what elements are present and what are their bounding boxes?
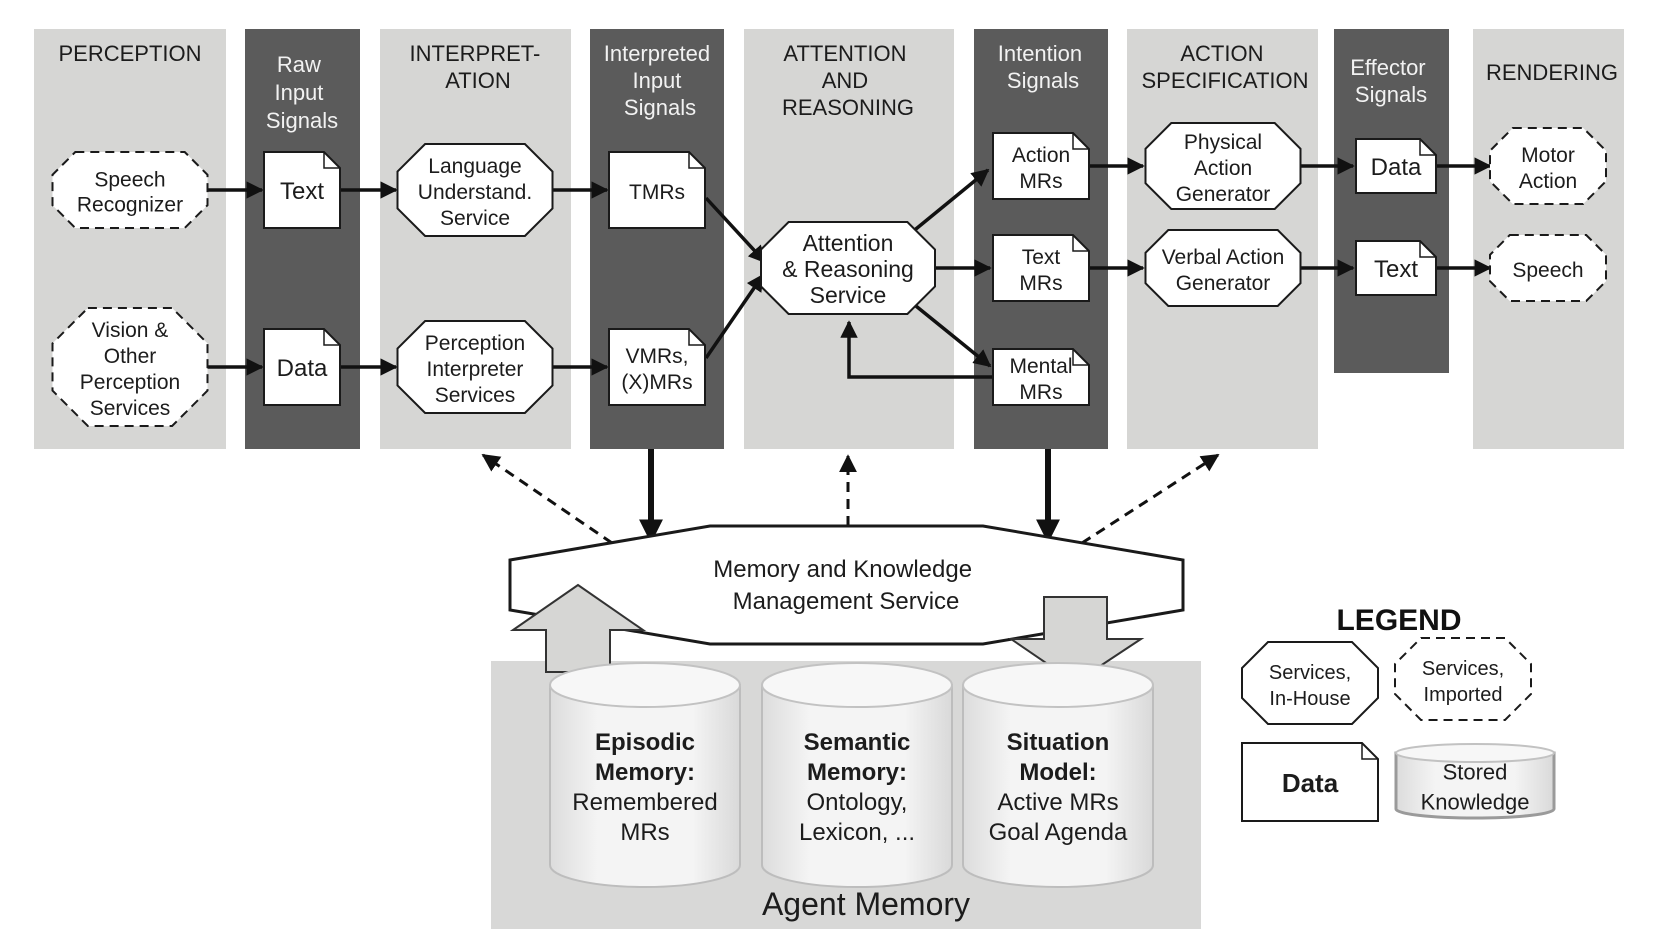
memory-arrows bbox=[481, 449, 1220, 545]
svg-text:Data: Data bbox=[1371, 154, 1422, 181]
header-attention-and-reasoning: ATTENTION AND REASONING bbox=[782, 41, 914, 120]
arrow-tmrs-to-ars bbox=[704, 196, 767, 264]
svg-text:Services,Imported: Services,Imported bbox=[1422, 658, 1504, 706]
node-raw-text: Text bbox=[263, 151, 341, 229]
header-raw-input-signals: Raw Input Signals bbox=[266, 52, 338, 133]
legend-item-service-imported: Services,Imported bbox=[1394, 637, 1532, 721]
legend: LEGEND Services,In-House Services,Importe… bbox=[1241, 604, 1556, 822]
node-tmrs: TMRs bbox=[608, 151, 706, 229]
agent-memory-label: Agent Memory bbox=[762, 886, 970, 922]
arrow-mental-mrs-to-ars bbox=[840, 320, 994, 379]
svg-text:Text: Text bbox=[1374, 256, 1418, 283]
node-effector-data: Data bbox=[1355, 138, 1437, 194]
header-action-specification: ACTION SPECIFICATION bbox=[1141, 41, 1308, 93]
arrow-ars-to-mental-mrs bbox=[909, 300, 992, 368]
svg-text:VMRs,(X)MRs: VMRs,(X)MRs bbox=[621, 345, 692, 394]
node-effector-text: Text bbox=[1355, 240, 1437, 296]
legend-item-data: Data bbox=[1241, 742, 1379, 822]
svg-text:Speech: Speech bbox=[1512, 259, 1583, 282]
svg-text:Services,In-House: Services,In-House bbox=[1269, 662, 1351, 710]
svg-text:Data: Data bbox=[1282, 768, 1339, 798]
header-interpretation: INTERPRET- ATION bbox=[410, 41, 547, 93]
flow-arrows bbox=[207, 157, 1492, 379]
memory-knowledge-service: Memory and Knowledge Management Service bbox=[508, 524, 1185, 646]
arrow-ars-to-action-mrs bbox=[909, 168, 990, 235]
column-effector-signals bbox=[1334, 29, 1449, 373]
header-rendering: RENDERING bbox=[1486, 60, 1618, 85]
legend-title: LEGEND bbox=[1336, 604, 1461, 637]
svg-text:Data: Data bbox=[277, 355, 328, 382]
column-headers: PERCEPTION Raw Input Signals INTERPRET- … bbox=[58, 41, 1618, 133]
node-vmrs: VMRs,(X)MRs bbox=[608, 328, 706, 406]
arrow-mkms-to-interpretation bbox=[481, 453, 613, 545]
header-effector-signals: Effector Signals bbox=[1350, 55, 1432, 107]
svg-text:TMRs: TMRs bbox=[629, 181, 685, 204]
header-perception: PERCEPTION bbox=[58, 41, 201, 66]
svg-text:Text: Text bbox=[280, 178, 324, 205]
header-intention-signals: Intention Signals bbox=[998, 41, 1089, 93]
arrow-vmrs-to-ars bbox=[704, 273, 765, 359]
arrow-mkms-to-action-spec bbox=[1081, 453, 1220, 545]
node-speech: Speech bbox=[1489, 234, 1607, 302]
svg-text:Memory and Knowledge Man: Memory and Knowledge Management Service bbox=[713, 556, 978, 615]
legend-item-service-inhouse: Services,In-House bbox=[1241, 641, 1379, 725]
header-interpreted-input-signals: Interpreted Input Signals bbox=[604, 41, 717, 120]
node-raw-data: Data bbox=[263, 328, 341, 406]
